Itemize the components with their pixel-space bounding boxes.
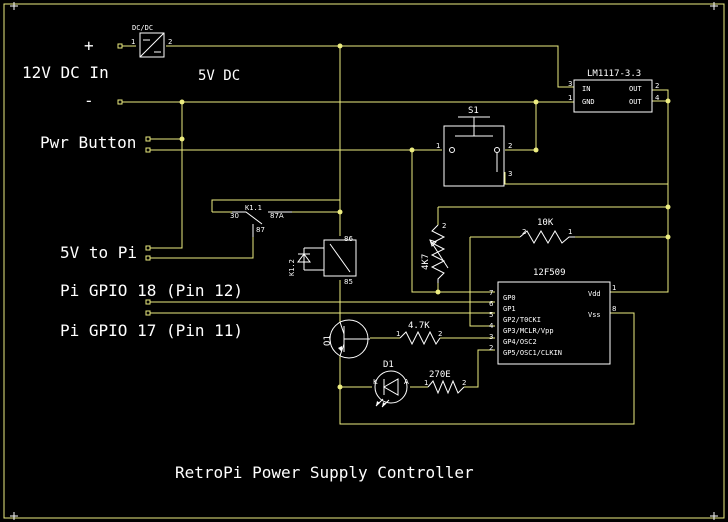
q1-name: Q1 — [323, 335, 333, 346]
plus-label: + — [84, 36, 94, 55]
diagram-title: RetroPi Power Supply Controller — [175, 463, 474, 482]
r270-name: 270E — [429, 370, 451, 380]
k1-relay-contact: K1.1 30 87A 87 — [230, 204, 292, 237]
relay-pin87: 87 — [256, 226, 265, 234]
to-pi-label: 5V to Pi — [60, 243, 137, 262]
switch-n2: 2 — [508, 142, 512, 150]
regulator-pin-out2: OUT — [629, 98, 642, 106]
mcu-pin-number: 7 — [489, 289, 493, 297]
switch-name: S1 — [468, 106, 479, 116]
regulator-pin-gnd: GND — [582, 98, 595, 106]
drawing-frame — [3, 3, 725, 519]
r10k-n2: 2 — [522, 228, 526, 236]
relay-contact-name: K1.1 — [245, 204, 262, 212]
regulator-pin-out1: OUT — [629, 85, 642, 93]
pot-n2: 2 — [442, 222, 446, 230]
frame-corners — [10, 2, 718, 520]
r270-n1: 1 — [424, 379, 428, 387]
rail-5v-label: 5V DC — [198, 68, 240, 84]
relay-pin85: 85 — [344, 278, 353, 286]
dcdc-converter: DC/DC 1 2 — [131, 24, 172, 58]
mcu-pin-label: GP2/T0CKI — [503, 316, 541, 324]
r47k-resistor: 4.7K 1 2 — [396, 321, 442, 346]
mcu-n-vdd: 1 — [612, 284, 616, 292]
r10k-resistor: 10K 2 1 — [519, 218, 575, 244]
r270-resistor: 270E 1 2 — [424, 370, 466, 395]
regulator-n-gnd: 1 — [568, 94, 572, 102]
mcu-pin-number: 6 — [489, 300, 494, 308]
mcu-pin-label: GP1 — [503, 305, 516, 313]
k1-relay-coil: K1.2 86 85 — [288, 235, 357, 286]
connector-pins — [117, 43, 151, 316]
regulator-pin-in: IN — [582, 85, 590, 93]
d1-led: D1 K A — [373, 360, 409, 408]
pwr-button-label: Pwr Button — [40, 133, 136, 152]
mcu-pin-number: 4 — [489, 322, 494, 330]
relay-pin86: 86 — [344, 235, 353, 243]
r10k-name: 10K — [537, 218, 554, 228]
r47k-n2: 2 — [438, 330, 442, 338]
s1-switch: S1 1 2 3 — [436, 106, 512, 187]
regulator-n-in: 3 — [568, 80, 572, 88]
regulator-n-out2: 4 — [655, 94, 660, 102]
relay-pin30: 30 — [230, 212, 239, 220]
regulator-n-out1: 2 — [655, 82, 659, 90]
mcu-name: 12F509 — [533, 268, 566, 278]
pot-4k7: 4K7 2 — [421, 222, 449, 283]
mcu-n-vss: 8 — [612, 305, 616, 313]
r10k-n1: 1 — [568, 228, 572, 236]
junction-dots — [179, 43, 671, 390]
dcdc-pin2: 2 — [168, 38, 172, 46]
switch-n1: 1 — [436, 142, 440, 150]
mcu-12f509: 12F509 GP07GP16GP2/T0CKI5GP3/MCLR/Vpp4GP… — [489, 268, 616, 365]
gpio18-label: Pi GPIO 18 (Pin 12) — [60, 281, 243, 300]
relay-pin87a: 87A — [270, 212, 284, 220]
minus-label: - — [84, 91, 94, 110]
mcu-pin-label: GP5/OSC1/CLKIN — [503, 349, 562, 357]
lm1117-regulator: LM1117-3.3 IN GND OUT OUT 3 1 2 4 — [568, 69, 660, 113]
d1-name: D1 — [383, 360, 394, 370]
r270-n2: 2 — [462, 379, 466, 387]
dcdc-pin1: 1 — [131, 38, 135, 46]
d1-k: K — [373, 378, 378, 386]
mcu-pin-label: GP0 — [503, 294, 516, 302]
mcu-pin-label: GP3/MCLR/Vpp — [503, 327, 554, 335]
mcu-pin-number: 2 — [489, 344, 493, 352]
gpio17-label: Pi GPIO 17 (Pin 11) — [60, 321, 243, 340]
mcu-pin-label: GP4/OSC2 — [503, 338, 537, 346]
mcu-pin-number: 5 — [489, 311, 493, 319]
dcdc-name: DC/DC — [132, 24, 153, 32]
d1-a: A — [404, 378, 409, 386]
mcu-vss: Vss — [588, 311, 601, 319]
input-label: 12V DC In — [22, 63, 109, 82]
relay-coil-name: K1.2 — [288, 259, 296, 276]
regulator-name: LM1117-3.3 — [587, 69, 641, 79]
r47k-n1: 1 — [396, 330, 400, 338]
pot-name: 4K7 — [421, 254, 431, 270]
r47k-name: 4.7K — [408, 321, 430, 331]
switch-n3: 3 — [508, 170, 512, 178]
q1-transistor: Q1 — [323, 319, 370, 359]
mcu-pin-number: 3 — [489, 333, 493, 341]
mcu-vdd: Vdd — [588, 290, 601, 298]
